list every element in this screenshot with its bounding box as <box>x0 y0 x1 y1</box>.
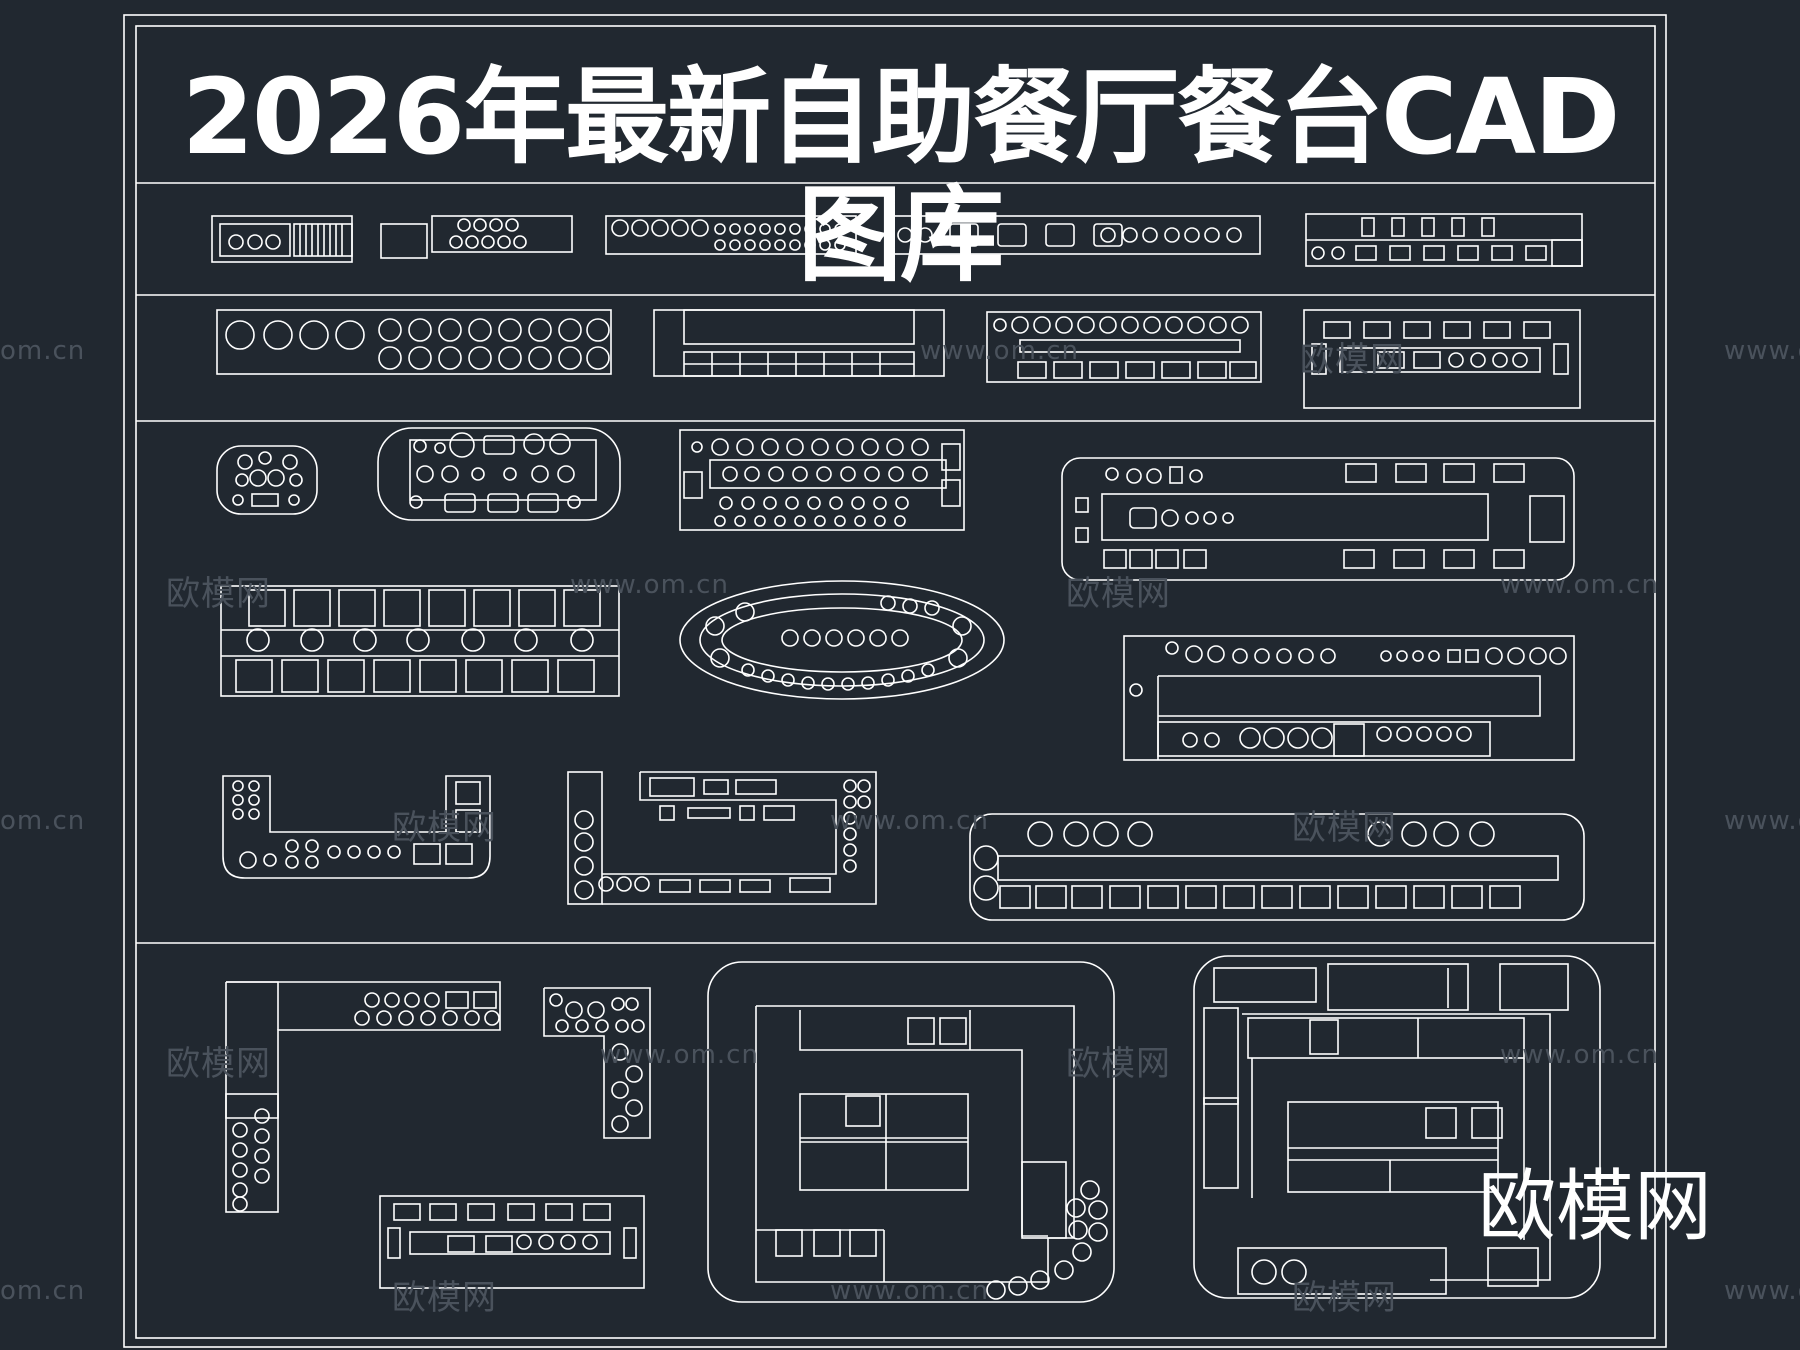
counter-l-shape-a <box>225 981 501 1213</box>
watermark-url: www.om.cn <box>1724 806 1800 836</box>
watermark-url: www.om.cn <box>1724 1276 1800 1306</box>
counter-row4-c <box>379 1195 645 1289</box>
counter-oval-b <box>377 427 621 521</box>
watermark-url: www.om.cn <box>1724 336 1800 366</box>
watermark-url: www.om.cn <box>920 336 1079 366</box>
watermark-url: om.cn <box>0 336 86 366</box>
counter-row1-b <box>380 215 573 259</box>
counter-row1-a <box>211 215 353 263</box>
counter-row4-b <box>567 771 877 905</box>
counter-row3-d <box>1061 457 1575 581</box>
watermark-brand: 欧模网 <box>1292 808 1397 848</box>
watermark-brand: 欧模网 <box>392 1278 497 1318</box>
counter-oval-small <box>216 445 318 515</box>
outer-frame <box>123 14 1667 1348</box>
counter-ellipse <box>679 580 1005 700</box>
inner-frame <box>135 25 1656 1339</box>
brand-logo: 欧模网 <box>1478 1162 1713 1252</box>
page-title: 2026年最新自助餐厅餐台CAD图库 <box>181 56 1621 296</box>
watermark-url: www.om.cn <box>570 570 729 600</box>
counter-row1-d <box>889 215 1261 255</box>
watermark-brand: 欧模网 <box>1300 340 1405 380</box>
watermark-brand: 欧模网 <box>1292 1278 1397 1318</box>
watermark-brand: 欧模网 <box>1066 1044 1171 1084</box>
buffet-station-a <box>707 961 1115 1303</box>
counter-row1-c <box>605 215 857 255</box>
counter-row3-c <box>679 429 965 531</box>
counter-row4-c <box>969 813 1585 921</box>
watermark-url: om.cn <box>0 806 86 836</box>
counter-row2-a <box>216 309 612 375</box>
counter-l-shape-b <box>543 987 651 1139</box>
counter-row2-d <box>1303 309 1581 409</box>
watermark-url: www.om.cn <box>830 806 989 836</box>
counter-row1-e <box>1305 213 1583 267</box>
watermark-url: www.om.cn <box>1500 1040 1659 1070</box>
watermark-url: www.om.cn <box>600 1040 759 1070</box>
watermark-brand: 欧模网 <box>166 1044 271 1084</box>
watermark-url: om.cn <box>0 1276 86 1306</box>
counter-row2-c <box>986 311 1262 383</box>
counter-row3-g <box>1123 635 1575 761</box>
counter-row3-e <box>220 585 620 697</box>
counter-row2-b <box>653 309 945 377</box>
watermark-url: www.om.cn <box>830 1276 989 1306</box>
buffet-station-b <box>1193 955 1601 1299</box>
counter-u-shape <box>222 775 491 879</box>
watermark-brand: 欧模网 <box>166 574 271 614</box>
watermark-brand: 欧模网 <box>392 808 497 848</box>
watermark-url: www.om.cn <box>1500 570 1659 600</box>
watermark-brand: 欧模网 <box>1066 574 1171 614</box>
